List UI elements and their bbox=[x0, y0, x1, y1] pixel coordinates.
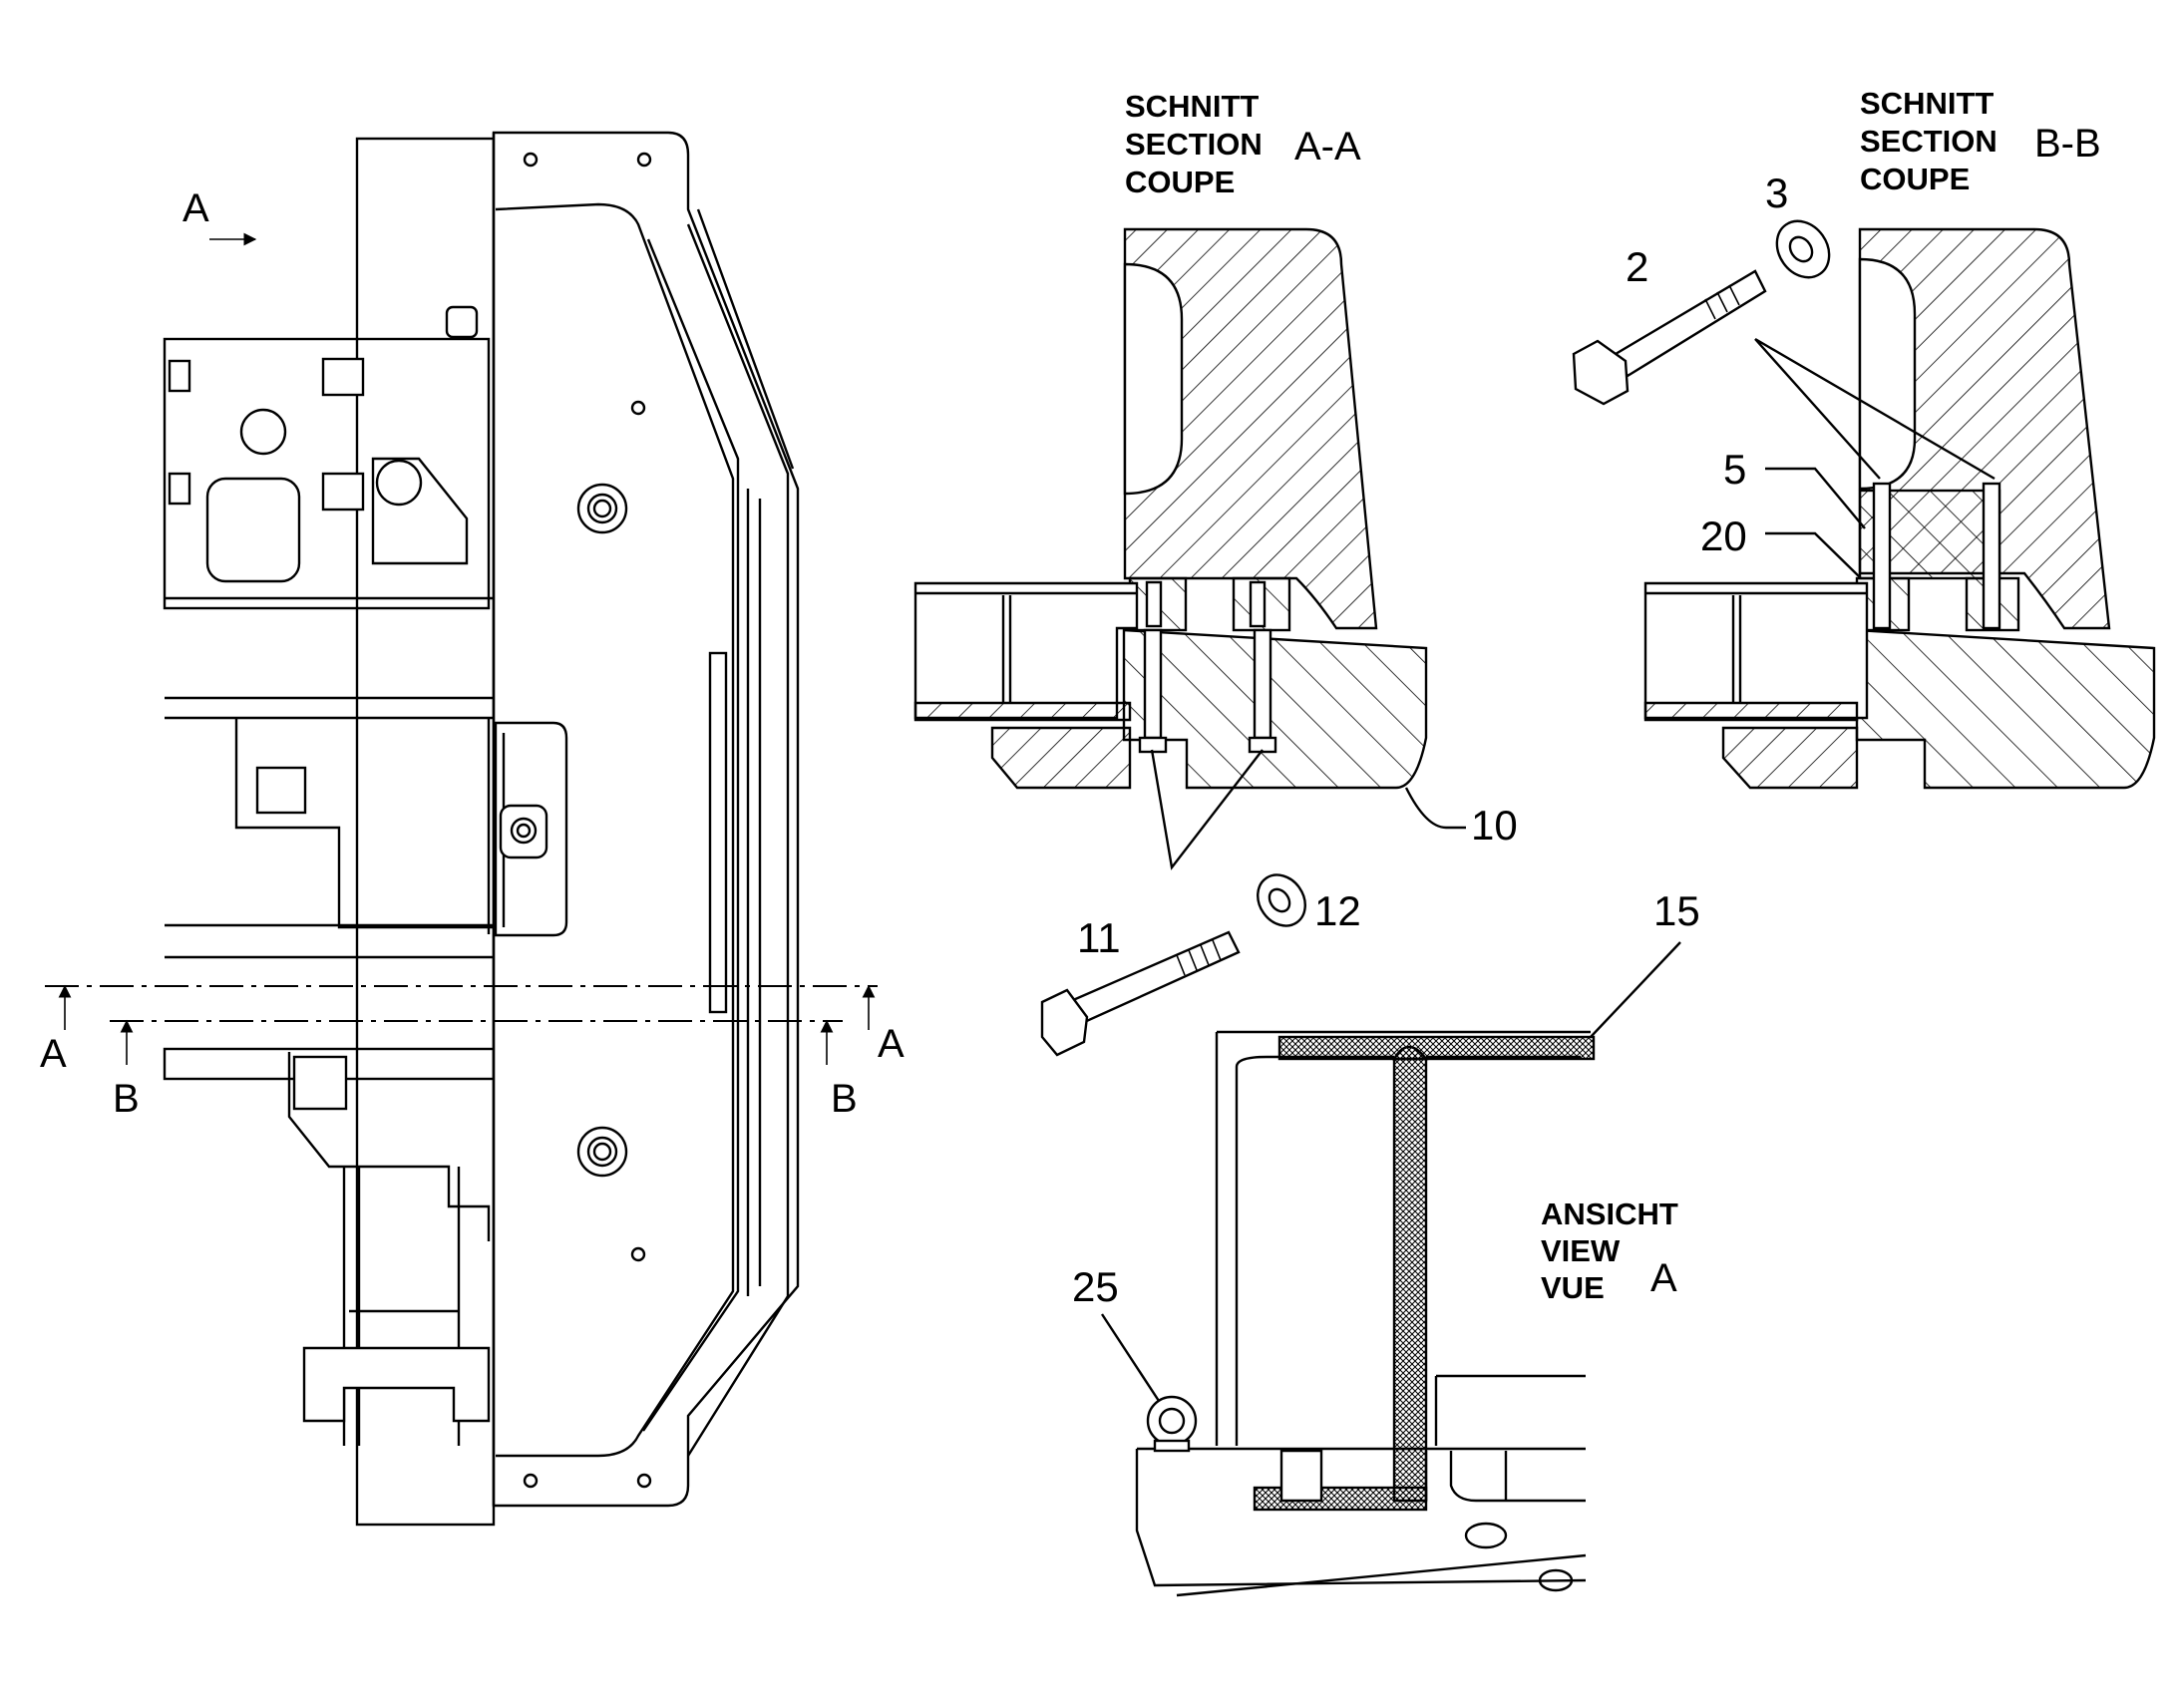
section-b-b-header-3: COUPE bbox=[1860, 162, 1970, 196]
part-2-label: 2 bbox=[1626, 243, 1648, 290]
part-25-label: 25 bbox=[1072, 1263, 1119, 1310]
cut-a-right-label: A bbox=[878, 1022, 905, 1066]
section-a-a: SCHNITT SECTION COUPE A-A 10 bbox=[913, 89, 1518, 870]
section-a-a-header-3: COUPE bbox=[1125, 165, 1235, 199]
cut-a-left-label: A bbox=[40, 1032, 67, 1076]
part-20-label: 20 bbox=[1700, 512, 1747, 559]
lifting-eye-25-icon bbox=[1146, 1395, 1198, 1453]
lifting-eye-upper-icon bbox=[576, 483, 628, 534]
bolt-11-icon bbox=[1040, 930, 1241, 1057]
section-a-a-header-1: SCHNITT bbox=[1125, 89, 1259, 124]
view-a-header-1: ANSICHT bbox=[1541, 1196, 1678, 1231]
view-a: 15 25 ANSICHT VIEW VUE bbox=[1072, 887, 1700, 1597]
section-b-b-header-2: SECTION bbox=[1860, 124, 1998, 159]
part-10-label: 10 bbox=[1471, 802, 1518, 849]
view-a-header-2: VIEW bbox=[1541, 1233, 1621, 1268]
section-b-b-name: B-B bbox=[2034, 122, 2101, 166]
part-5-label: 5 bbox=[1723, 446, 1746, 493]
section-a-a-header-2: SECTION bbox=[1125, 127, 1263, 162]
washer-3-icon bbox=[1775, 219, 1831, 279]
part-3-label: 3 bbox=[1765, 170, 1788, 216]
view-a-header-3: VUE bbox=[1541, 1270, 1605, 1305]
part-11-label: 11 bbox=[1077, 914, 1121, 961]
section-b-b: SCHNITT SECTION COUPE B-B 5 20 bbox=[1643, 86, 2156, 790]
view-a-name: A bbox=[1650, 1256, 1677, 1300]
part-12-label: 12 bbox=[1314, 887, 1361, 934]
bolt-2-icon bbox=[1572, 269, 1767, 406]
lifting-eye-lower-icon bbox=[576, 1126, 628, 1178]
cut-b-left-label: B bbox=[113, 1077, 140, 1121]
section-b-b-header-1: SCHNITT bbox=[1860, 86, 1994, 121]
part-15-label: 15 bbox=[1653, 887, 1700, 934]
section-a-a-name: A-A bbox=[1294, 125, 1361, 169]
washer-12-icon bbox=[1257, 873, 1306, 927]
cut-b-right-label: B bbox=[831, 1077, 858, 1121]
main-view: A A B B A bbox=[40, 131, 905, 1527]
view-arrow-label: A bbox=[182, 186, 209, 230]
